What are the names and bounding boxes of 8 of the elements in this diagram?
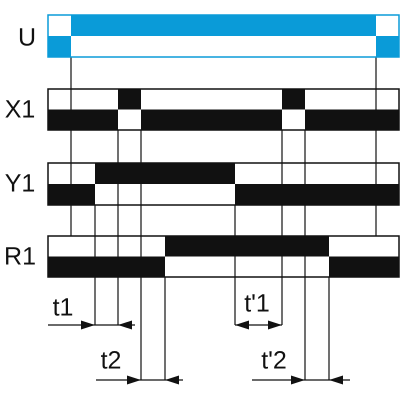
time-label: t'1 — [244, 292, 270, 316]
signal-name: R1 — [4, 244, 36, 270]
time-label: t2 — [100, 348, 122, 374]
signal-name: Y1 — [4, 172, 36, 196]
time-label: t'2 — [261, 348, 287, 374]
time-label: t1 — [52, 296, 74, 320]
signal-name: U — [18, 26, 36, 50]
signal-name: X1 — [4, 98, 36, 122]
